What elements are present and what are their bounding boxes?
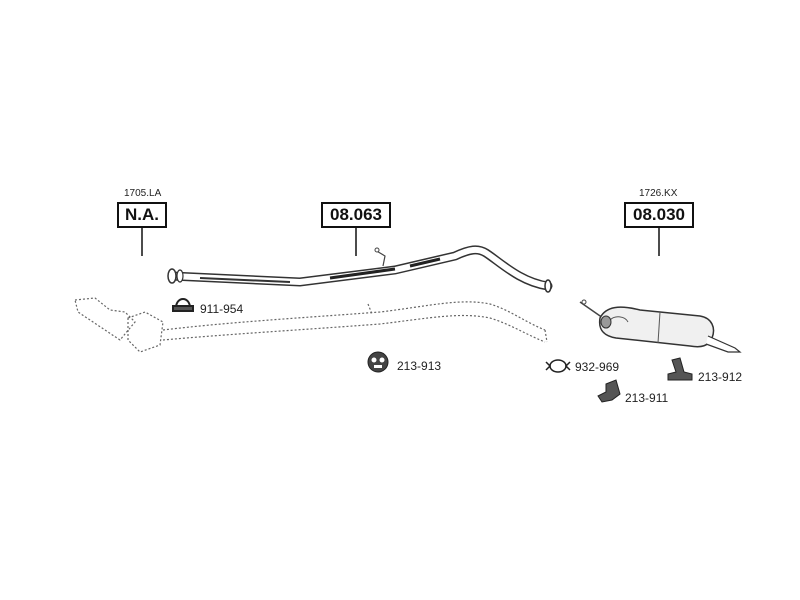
bracket-213-911-icon (597, 379, 621, 403)
rear-ref-box: 08.030 (624, 202, 694, 228)
front-ref-box: N.A. (117, 202, 167, 228)
part-code-213-912: 213-912 (698, 370, 743, 384)
middle-ref-box: 08.063 (321, 202, 391, 228)
part-code-213-911: 213-911 (625, 391, 669, 405)
part-code-932-969: 932-969 (575, 360, 620, 374)
clamp-932-969-icon (545, 359, 571, 373)
rear-silencer (579, 299, 742, 353)
front-small-label: 1705.LA (124, 188, 162, 199)
middle-pipe (167, 245, 553, 293)
bracket-213-912-icon (667, 357, 693, 381)
part-code-213-913: 213-913 (397, 359, 442, 373)
clamp-911-954-icon (172, 298, 194, 312)
rear-small-label: 1726.KX (639, 188, 678, 199)
front-catalyst-assembly (74, 297, 548, 353)
part-code-911-954: 911-954 (200, 302, 244, 316)
rubber-mount-213-913-icon (367, 351, 389, 373)
